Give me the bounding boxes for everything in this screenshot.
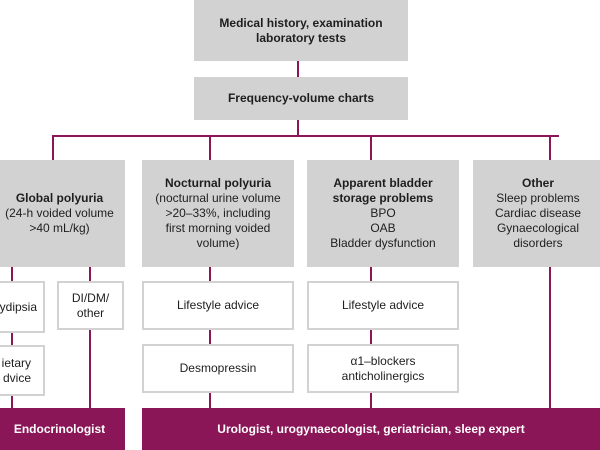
di-dm-other-box: DI/DM/ other (57, 281, 124, 330)
frequency-volume-box: Frequency-volume charts (194, 77, 408, 120)
other-title: Other (521, 176, 554, 190)
connector-history-fvc (297, 61, 299, 77)
connector-nocturnal-step1 (209, 267, 211, 281)
nocturnal-polyuria-line3: first morning voided (165, 221, 271, 235)
other-line1: Sleep problems (496, 191, 580, 205)
connector-to-nocturnal (209, 135, 211, 160)
other-line2: Cardiac disease (494, 206, 582, 220)
frequency-volume-label: Frequency-volume charts (227, 91, 375, 105)
polydipsia-box: ydipsia (0, 281, 45, 333)
connector-other-to-urologist (549, 267, 551, 408)
connector-to-bladder (370, 135, 372, 160)
nocturnal-polyuria-box: Nocturnal polyuria (nocturnal urine volu… (142, 160, 294, 267)
nocturnal-polyuria-title: Nocturnal polyuria (164, 176, 271, 190)
polydipsia-label: ydipsia (0, 299, 37, 314)
endocrinologist-label: Endocrinologist (13, 421, 106, 436)
global-polyuria-line2: >40 mL/kg) (29, 221, 90, 235)
connector-bladder-to-urologist (370, 393, 372, 408)
connector-fvc-branch (297, 120, 299, 136)
connector-horizontal-branch (52, 135, 559, 137)
urologist-label: Urologist, urogynaecologist, geriatricia… (217, 421, 525, 436)
nocturnal-polyuria-line1: (nocturnal urine volume (155, 191, 281, 205)
dietary-advice-box: ietary dvice (0, 345, 45, 396)
bladder-storage-line2: OAB (370, 221, 396, 235)
di-dm-other-line1: DI/DM/ (71, 290, 110, 305)
connector-nocturnal-step2 (209, 330, 211, 344)
connector-global-right (89, 267, 91, 281)
nocturnal-lifestyle-box: Lifestyle advice (142, 281, 294, 330)
alpha-blockers-box: α1–blockers anticholinergics (307, 344, 459, 393)
connector-global-left (11, 267, 13, 281)
connector-global-left-lower (11, 333, 13, 345)
connector-to-global (52, 135, 54, 160)
global-polyuria-box: Global polyuria (24-h voided volume >40 … (0, 160, 125, 267)
connector-to-other (549, 135, 551, 160)
medical-history-line1: Medical history, examination (219, 15, 383, 30)
desmopressin-box: Desmopressin (142, 344, 294, 393)
medical-history-box: Medical history, examination laboratory … (194, 0, 408, 61)
urologist-bar: Urologist, urogynaecologist, geriatricia… (142, 408, 600, 450)
nocturnal-polyuria-line2: >20–33%, including (165, 206, 271, 220)
other-line4: disorders (513, 236, 563, 250)
bladder-storage-box: Apparent bladder storage problems BPO OA… (307, 160, 459, 267)
alpha-blockers-line1: α1–blockers (350, 353, 416, 368)
bladder-lifestyle-box: Lifestyle advice (307, 281, 459, 330)
bladder-storage-line3: Bladder dysfunction (330, 236, 436, 250)
alpha-blockers-line2: anticholinergics (341, 368, 425, 383)
di-dm-other-line2: other (76, 305, 105, 320)
bladder-storage-title-line2: storage problems (332, 191, 434, 205)
medical-history-line2: laboratory tests (255, 30, 347, 45)
connector-bladder-step2 (370, 330, 372, 344)
bladder-storage-line1: BPO (370, 206, 396, 220)
connector-global-right-to-endo (89, 330, 91, 408)
connector-global-left-to-endo (11, 396, 13, 408)
other-box: Other Sleep problems Cardiac disease Gyn… (473, 160, 600, 267)
nocturnal-polyuria-line4: volume) (196, 236, 240, 250)
connector-bladder-step1 (370, 267, 372, 281)
bladder-lifestyle-label: Lifestyle advice (341, 298, 425, 312)
nocturnal-lifestyle-label: Lifestyle advice (176, 298, 260, 312)
connector-nocturnal-to-urologist (209, 393, 211, 408)
desmopressin-label: Desmopressin (179, 361, 257, 375)
dietary-advice-line2: dvice (2, 370, 31, 385)
endocrinologist-bar: Endocrinologist (0, 408, 125, 450)
other-line3: Gynaecological (496, 221, 580, 235)
bladder-storage-title-line1: Apparent bladder (333, 176, 433, 190)
global-polyuria-line1: (24-h voided volume (5, 206, 114, 220)
global-polyuria-title: Global polyuria (15, 191, 104, 205)
dietary-advice-line1: ietary (1, 355, 31, 370)
